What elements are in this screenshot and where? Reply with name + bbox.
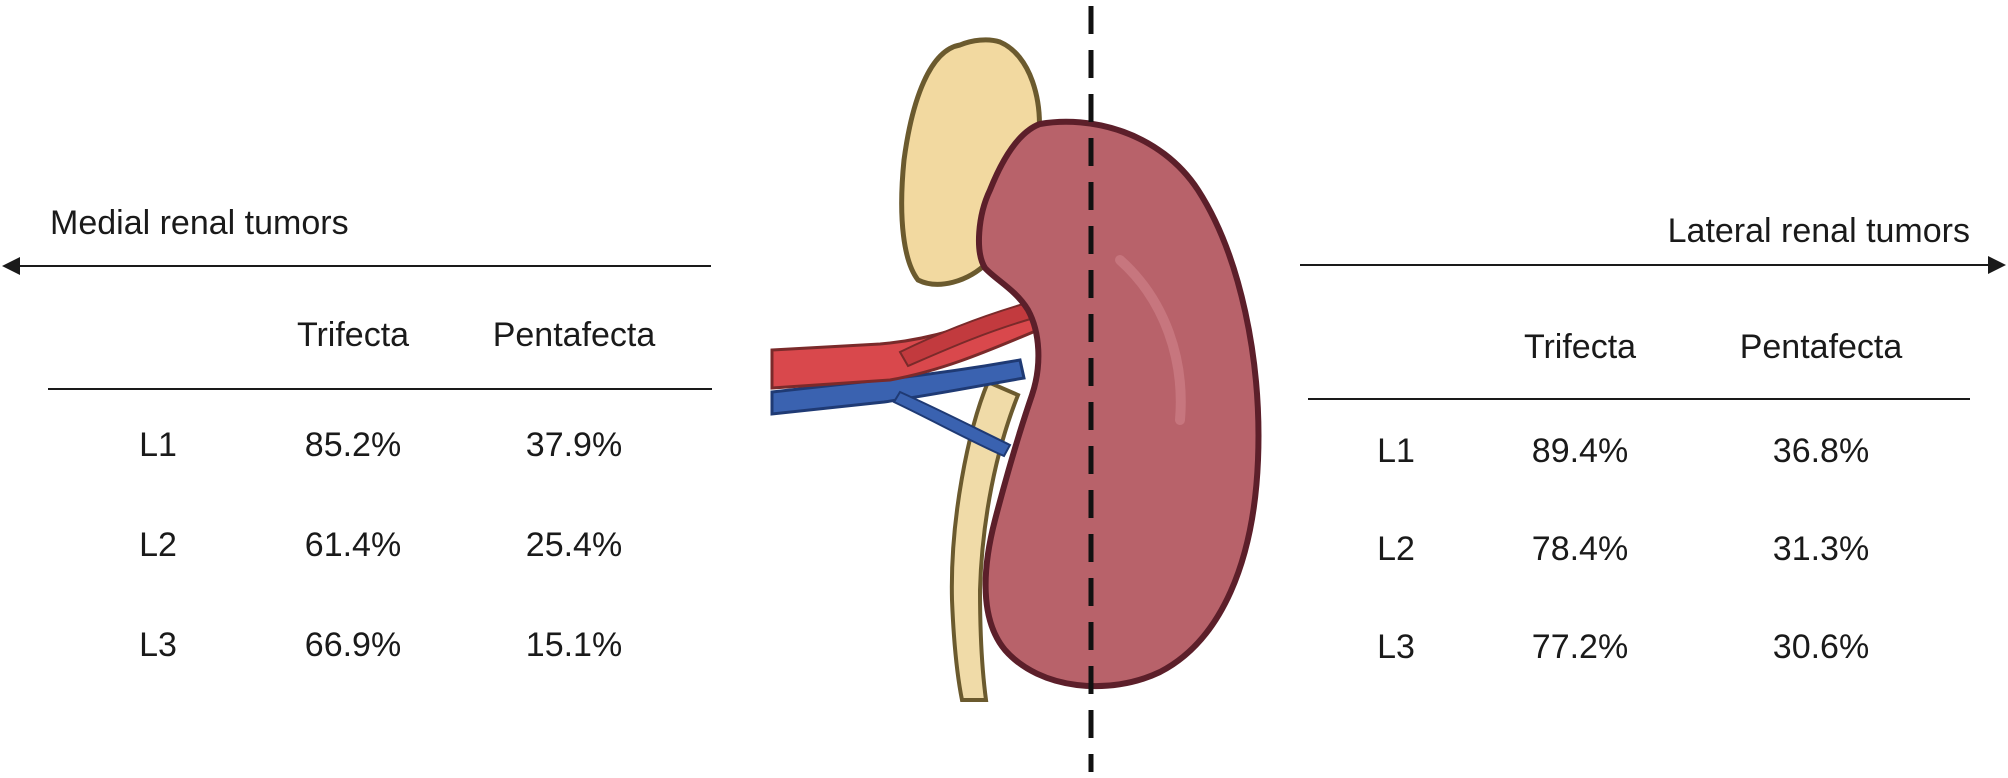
- medial-header-pentafecta: Pentafecta: [492, 316, 656, 354]
- lateral-row-level: L1: [1377, 432, 1415, 470]
- arrow-right-icon: [1988, 256, 2006, 274]
- lateral-row-level: L3: [1377, 628, 1415, 666]
- medial-header-rule: [48, 388, 712, 390]
- lateral-row-pentafecta: 31.3%: [1772, 530, 1870, 568]
- medial-arrow: [2, 257, 711, 275]
- medial-panel: Medial renal tumors Trifecta Pentafecta …: [0, 0, 720, 778]
- lateral-panel: Lateral renal tumors Trifecta Pentafecta…: [1300, 0, 2008, 778]
- lateral-title: Lateral renal tumors: [1667, 212, 1970, 250]
- medial-row-trifecta: 66.9%: [304, 626, 402, 664]
- lateral-header-pentafecta: Pentafecta: [1739, 328, 1903, 366]
- lateral-arrow: [1300, 256, 2006, 274]
- lateral-header-rule: [1308, 398, 1970, 400]
- lateral-row-pentafecta: 36.8%: [1772, 432, 1870, 470]
- medial-row-level: L2: [139, 526, 177, 564]
- vein-branch: [892, 390, 1012, 458]
- kidney-highlight: [1115, 255, 1186, 425]
- medial-row-pentafecta: 25.4%: [525, 526, 623, 564]
- ureter-shape: [949, 379, 1021, 702]
- arrow-left-icon: [2, 257, 20, 275]
- lateral-header-trifecta: Trifecta: [1523, 328, 1637, 366]
- lateral-row-pentafecta: 30.6%: [1772, 628, 1870, 666]
- lateral-row-level: L2: [1377, 530, 1415, 568]
- medial-row-trifecta: 61.4%: [304, 526, 402, 564]
- medial-row-pentafecta: 37.9%: [525, 426, 623, 464]
- kidney-shape: [975, 118, 1262, 690]
- medial-header-trifecta: Trifecta: [296, 316, 410, 354]
- medial-title: Medial renal tumors: [50, 204, 349, 242]
- lateral-row-trifecta: 78.4%: [1531, 530, 1629, 568]
- medial-row-level: L3: [139, 626, 177, 664]
- medial-row-trifecta: 85.2%: [304, 426, 402, 464]
- lateral-row-trifecta: 77.2%: [1531, 628, 1629, 666]
- kidney-illustration: [770, 6, 1262, 772]
- medial-row-level: L1: [139, 426, 177, 464]
- lateral-row-trifecta: 89.4%: [1531, 432, 1629, 470]
- medial-row-pentafecta: 15.1%: [525, 626, 623, 664]
